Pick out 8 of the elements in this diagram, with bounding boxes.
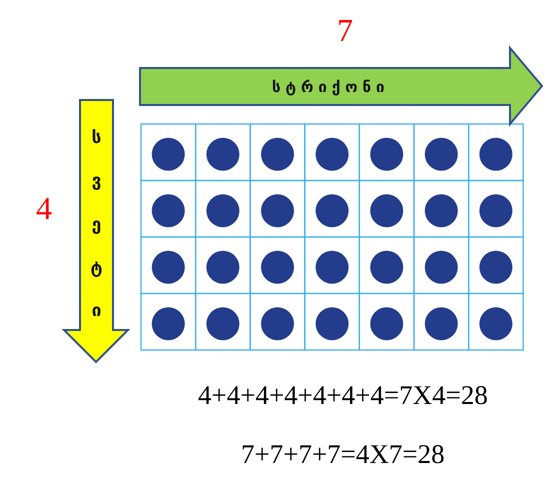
arrow-label: სტრიქონი bbox=[272, 80, 390, 95]
down-arrow-band bbox=[64, 100, 128, 362]
count-label: 4 bbox=[36, 192, 52, 224]
right-arrow-band bbox=[140, 48, 542, 124]
arrow-label: სვეტი bbox=[90, 127, 104, 324]
equation-text: 4+4+4+4+4+4+4=7X4=28 bbox=[198, 382, 488, 409]
equation-text: 7+7+7+7=4X7=28 bbox=[241, 441, 445, 468]
count-label: 7 bbox=[337, 14, 353, 46]
